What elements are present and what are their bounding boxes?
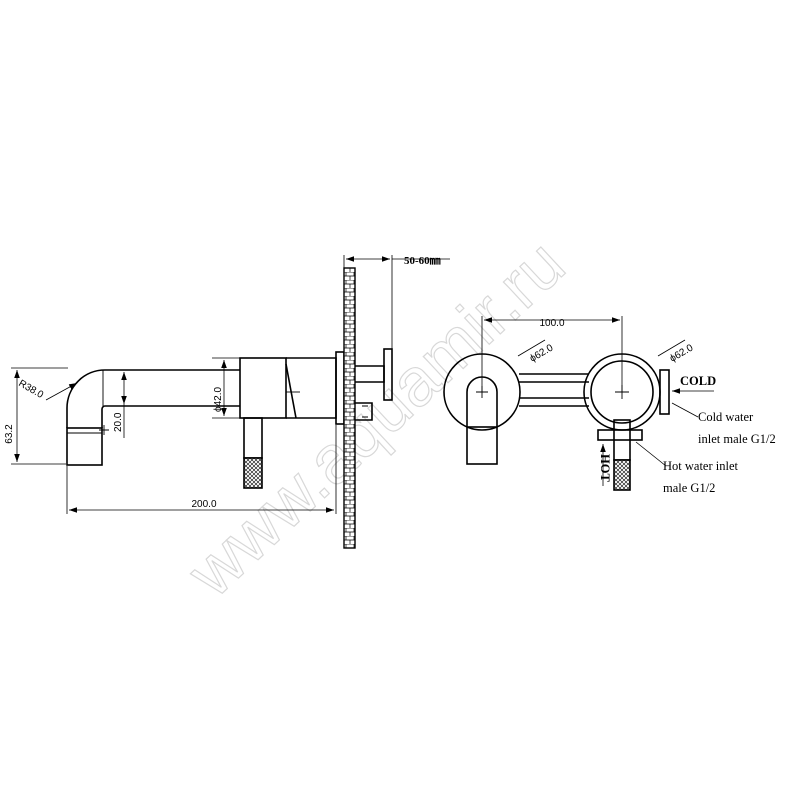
dim-label-r38: R38.0 bbox=[17, 378, 46, 401]
dim-label-100: 100.0 bbox=[539, 318, 564, 329]
dim-200: 200.0 bbox=[66, 425, 337, 514]
watermark-text: www.aquamir.ru bbox=[173, 225, 579, 611]
hot-inlet-text-line1: Hot water inlet bbox=[663, 459, 739, 473]
front-view: 100.0 ϕ62.0 ϕ62.0 COLD HOT Cold water in… bbox=[443, 316, 776, 495]
valve-body bbox=[239, 357, 337, 419]
cold-inlet-text-line1: Cold water bbox=[698, 410, 754, 424]
wall-section bbox=[335, 267, 393, 549]
dim-63-2: 63.2 bbox=[4, 367, 68, 465]
dim-wall-depth: 50-60㎜ bbox=[343, 255, 450, 349]
cold-inlet-text-line2: inlet male G1/2 bbox=[698, 432, 776, 446]
dim-phi-42: ϕ42.0 bbox=[212, 357, 240, 419]
dim-label-200: 200.0 bbox=[191, 499, 216, 510]
dim-label-63-2: 63.2 bbox=[4, 424, 15, 444]
dim-20: 20.0 bbox=[113, 372, 127, 438]
dim-label-phi-42: ϕ42.0 bbox=[213, 386, 224, 412]
spout bbox=[66, 369, 240, 466]
dim-label-20: 20.0 bbox=[113, 412, 124, 432]
hot-inlet-text-line2: male G1/2 bbox=[663, 481, 715, 495]
dim-label-phi-62-left: ϕ62.0 bbox=[528, 342, 556, 364]
valve-plate bbox=[583, 353, 670, 491]
hot-label: HOT bbox=[598, 454, 612, 482]
dim-100: 100.0 bbox=[481, 316, 623, 392]
dim-phi-62-left: ϕ62.0 bbox=[517, 339, 556, 365]
lever-handle bbox=[243, 417, 263, 489]
connecting-pipes bbox=[519, 373, 589, 407]
dim-phi-62-right: ϕ62.0 bbox=[657, 339, 696, 365]
hot-indicator: HOT bbox=[598, 444, 612, 486]
cold-label: COLD bbox=[680, 374, 716, 388]
dim-label-wall-depth: 50-60㎜ bbox=[404, 255, 441, 267]
cold-indicator: COLD bbox=[672, 374, 716, 394]
cold-inlet-callout: Cold water inlet male G1/2 bbox=[671, 402, 776, 446]
dim-label-phi-62-right: ϕ62.0 bbox=[668, 342, 696, 364]
hot-inlet-callout: Hot water inlet male G1/2 bbox=[635, 441, 739, 495]
